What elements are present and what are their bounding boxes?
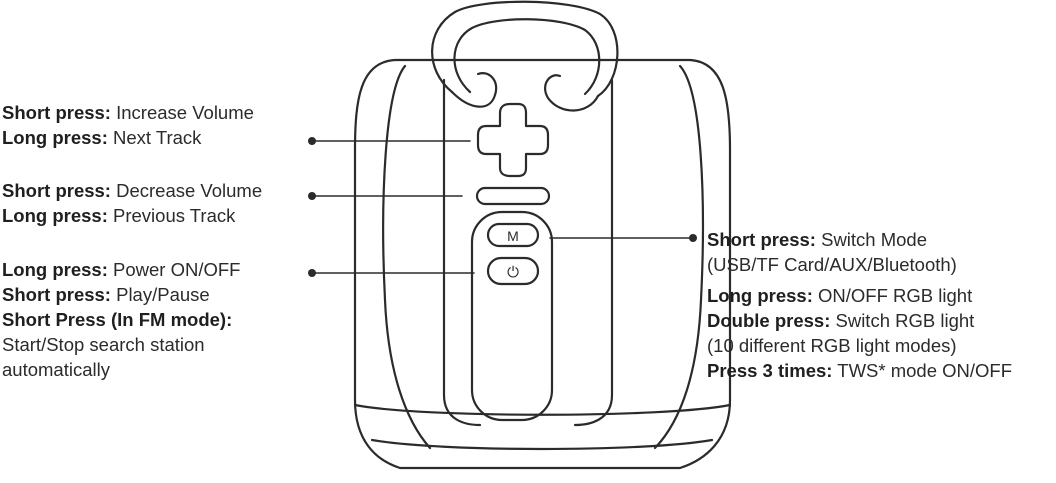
callout-row: Long press: Power ON/OFF bbox=[2, 257, 240, 282]
callout-continuation: Start/Stop search station bbox=[2, 334, 205, 355]
callout-text: Increase Volume bbox=[116, 102, 254, 123]
callout-volume-down: Short press: Decrease Volume Long press:… bbox=[2, 178, 262, 228]
callout-row: Long press: Next Track bbox=[2, 125, 254, 150]
callout-label: Short press: bbox=[2, 284, 111, 305]
callout-text: Switch Mode bbox=[821, 229, 928, 250]
leader-lines bbox=[311, 140, 694, 274]
power-icon: ⏻ bbox=[507, 263, 519, 281]
callout-text: Switch RGB light bbox=[835, 310, 975, 331]
callout-row: Double press: Switch RGB light bbox=[707, 308, 1012, 333]
callout-row: Press 3 times: TWS* mode ON/OFF bbox=[707, 358, 1012, 383]
callout-power: Long press: Power ON/OFF Short press: Pl… bbox=[2, 257, 240, 382]
power-button[interactable] bbox=[486, 256, 540, 286]
callout-row: Long press: ON/OFF RGB light bbox=[707, 283, 1012, 308]
carry-strap bbox=[431, 0, 619, 112]
callout-text: TWS* mode ON/OFF bbox=[837, 360, 1013, 381]
callout-row: Short press: Switch Mode bbox=[707, 227, 1012, 252]
leader-dot-volume-up bbox=[308, 137, 316, 145]
callout-label: Short Press (In FM mode): bbox=[2, 309, 233, 330]
speaker-body bbox=[353, 58, 732, 470]
volume-up-button[interactable] bbox=[476, 102, 550, 178]
callout-label: Press 3 times: bbox=[707, 360, 833, 381]
callout-text: ON/OFF RGB light bbox=[818, 285, 973, 306]
callout-label: Long press: bbox=[2, 205, 108, 226]
callout-continuation: (10 different RGB light modes) bbox=[707, 335, 957, 356]
callout-label: Double press: bbox=[707, 310, 831, 331]
callout-mode: Short press: Switch Mode (USB/TF Card/AU… bbox=[707, 227, 1012, 383]
callout-text: Play/Pause bbox=[116, 284, 210, 305]
callout-row: Short Press (In FM mode): bbox=[2, 307, 240, 332]
callout-label: Long press: bbox=[2, 127, 108, 148]
leader-dot-power bbox=[308, 269, 316, 277]
callout-volume-up: Short press: Increase Volume Long press:… bbox=[2, 100, 254, 150]
callout-row: Long press: Previous Track bbox=[2, 203, 262, 228]
callout-label: Short press: bbox=[2, 102, 111, 123]
callout-text: Previous Track bbox=[113, 205, 236, 226]
volume-down-button[interactable] bbox=[475, 186, 551, 206]
callout-continuation: automatically bbox=[2, 359, 110, 380]
callout-text: Decrease Volume bbox=[116, 180, 263, 201]
callout-text: Next Track bbox=[113, 127, 202, 148]
leader-dot-mode bbox=[689, 234, 697, 242]
mode-button-glyph: M bbox=[507, 228, 519, 244]
callout-text: Power ON/OFF bbox=[113, 259, 241, 280]
callout-label: Short press: bbox=[2, 180, 111, 201]
callout-row: Short press: Increase Volume bbox=[2, 100, 254, 125]
callout-label: Long press: bbox=[2, 259, 108, 280]
callout-row: Short press: Play/Pause bbox=[2, 282, 240, 307]
mode-button[interactable] bbox=[486, 222, 540, 248]
callout-label: Short press: bbox=[707, 229, 816, 250]
callout-row: Short press: Decrease Volume bbox=[2, 178, 262, 203]
callout-label: Long press: bbox=[707, 285, 813, 306]
control-panel bbox=[470, 210, 554, 422]
leader-dot-volume-down bbox=[308, 192, 316, 200]
callout-continuation: (USB/TF Card/AUX/Bluetooth) bbox=[707, 254, 957, 275]
